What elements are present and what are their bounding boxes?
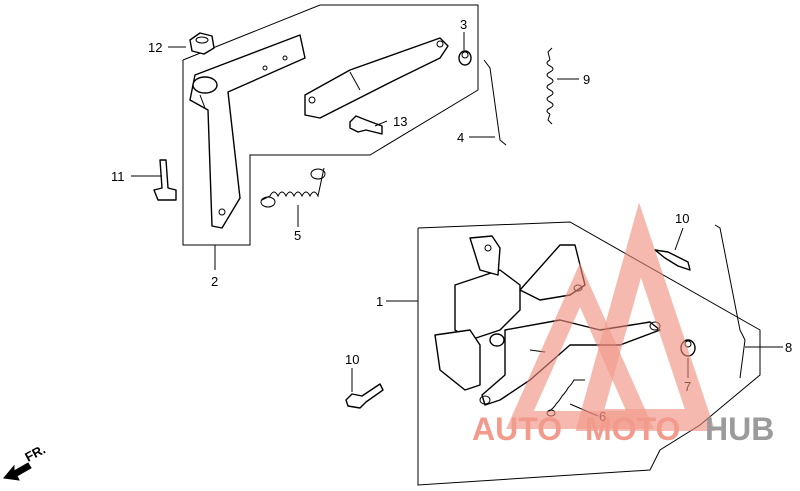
callout-13: 13 bbox=[393, 114, 407, 129]
spring-part-9 bbox=[546, 47, 554, 125]
bolt-part-13 bbox=[349, 115, 383, 135]
bracket-arm-part bbox=[189, 34, 306, 229]
collar-part-3 bbox=[458, 50, 472, 66]
watermark: AUTO MOTO HUB bbox=[472, 202, 774, 447]
front-arrow-icon bbox=[3, 462, 32, 481]
spring-part-5 bbox=[260, 167, 326, 208]
front-label: FR. bbox=[22, 442, 48, 465]
rod-part-8 bbox=[714, 224, 746, 379]
callout-5: 5 bbox=[294, 228, 301, 243]
callout-9: 9 bbox=[583, 72, 590, 87]
callout-3: 3 bbox=[460, 17, 467, 32]
callout-10-lower: 10 bbox=[345, 352, 359, 367]
watermark-text-auto: AUTO bbox=[472, 411, 562, 447]
callout-2: 2 bbox=[211, 274, 218, 289]
callout-12: 12 bbox=[148, 40, 162, 55]
bolt-part-10-upper bbox=[654, 249, 691, 271]
watermark-text-hub: HUB bbox=[705, 411, 774, 447]
callout-11: 11 bbox=[111, 169, 125, 184]
callout-4: 4 bbox=[457, 130, 464, 145]
watermark-text-moto: MOTO bbox=[585, 411, 680, 447]
callout-1: 1 bbox=[376, 294, 383, 309]
nut-part bbox=[189, 32, 215, 55]
front-direction-indicator: FR. bbox=[3, 442, 48, 481]
bolt-part-10-lower bbox=[345, 383, 384, 409]
watermark-logo-icon bbox=[506, 202, 716, 431]
upper-lever-plate bbox=[304, 37, 449, 119]
callout-8: 8 bbox=[785, 340, 792, 355]
upper-assembly-frame bbox=[182, 4, 479, 246]
rod-part-4 bbox=[483, 59, 507, 146]
bolt-part-11 bbox=[153, 159, 177, 201]
callout-10-upper: 10 bbox=[675, 211, 689, 226]
